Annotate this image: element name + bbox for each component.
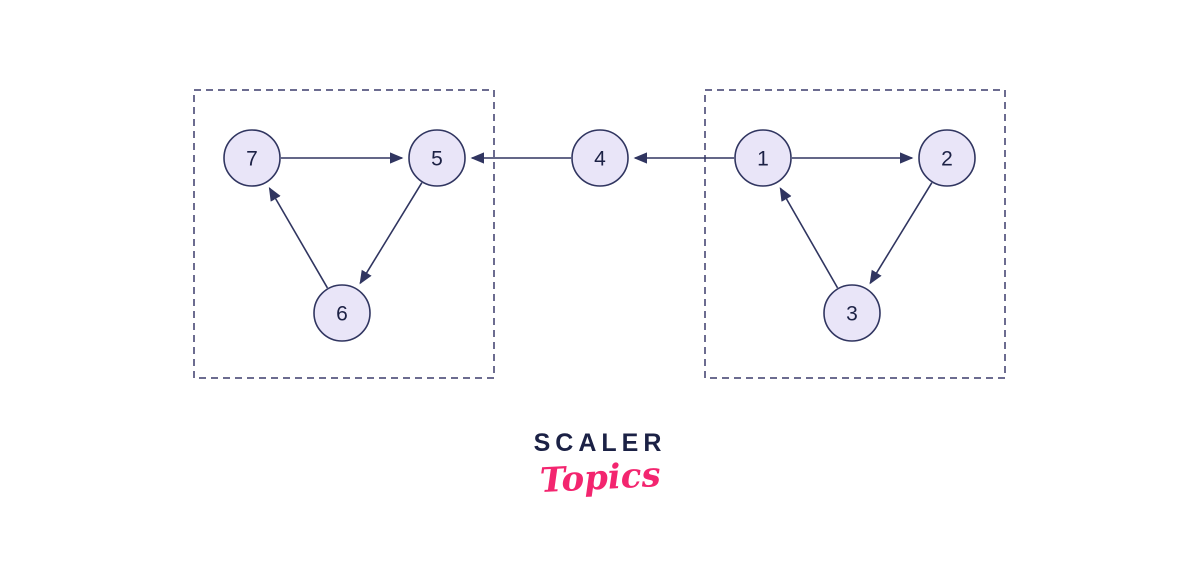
scaler-topics-logo: SCALER Topics [0,429,1200,501]
node-label-2: 2 [941,148,953,171]
node-3: 3 [823,284,881,342]
node-label-6: 6 [336,303,348,326]
node-circle-2 [918,129,976,187]
logo-sub-text: Topics [538,454,662,501]
edge-2-to-3 [869,182,933,285]
node-6: 6 [313,284,371,342]
node-circle-6 [313,284,371,342]
right-component-box [704,89,1006,379]
node-1: 1 [734,129,792,187]
node-label-1: 1 [757,148,769,171]
node-7: 7 [223,129,281,187]
edge-6-to-7 [268,187,329,289]
edge-5-to-6 [359,182,423,285]
left-component-box [193,89,495,379]
node-label-7: 7 [246,148,258,171]
node-circle-5 [408,129,466,187]
node-label-3: 3 [846,303,858,326]
edge-3-to-1 [779,187,839,289]
node-circle-3 [823,284,881,342]
node-4: 4 [571,129,629,187]
node-circle-7 [223,129,281,187]
logo-brand-text: SCALER [533,429,667,457]
node-circle-1 [734,129,792,187]
node-label-4: 4 [594,148,606,171]
node-2: 2 [918,129,976,187]
node-5: 5 [408,129,466,187]
node-label-5: 5 [431,148,443,171]
node-circle-4 [571,129,629,187]
